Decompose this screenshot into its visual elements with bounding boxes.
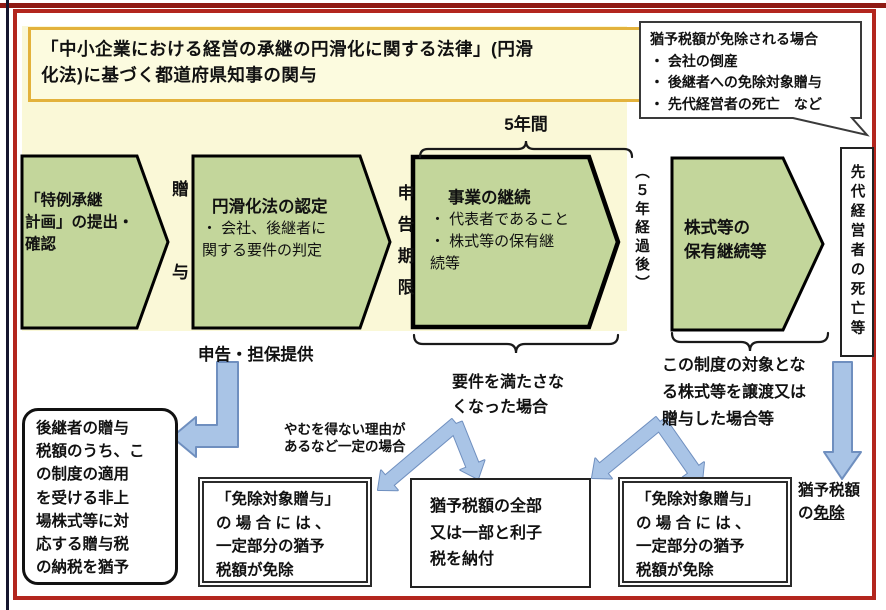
step2-label: 円滑化法の認定 ・ 会社、後継者に 関する要件の判定 xyxy=(202,196,384,262)
step1-label: 「特例承継 計画」の提出・ 確認 xyxy=(25,192,134,253)
exemption-callout-item: ・ 後継者への免除対象贈与 xyxy=(650,74,822,90)
deferred-tax-exemption-label: 猶予税額 の免除 xyxy=(798,479,886,525)
predecessor-death-box: 先代経営者の死亡等 xyxy=(840,147,874,357)
transfer-bottom-brace xyxy=(670,331,830,352)
filing-deadline-vertical-label: 申告期限 xyxy=(395,184,413,310)
left-edge-rule xyxy=(6,0,9,610)
exempt-gift-box-left-text: 「免除対象贈与」 の 場 合 に は 、 一定部分の猶予 税額が免除 xyxy=(202,481,368,583)
exemption-callout-title: 猶予税額が免除される場合 xyxy=(650,31,818,47)
exemption-line2: の免除 xyxy=(798,505,845,522)
exemption-line1: 猶予税額 xyxy=(798,482,861,499)
exemption-callout-item: ・ 先代経営者の死亡 など xyxy=(650,95,822,112)
step3-title: 事業の継続 xyxy=(448,189,531,207)
after-five-years-vertical-label: （５年経過後） xyxy=(633,164,649,294)
step4-label: 株式等の 保有継続等 xyxy=(684,219,767,261)
tax-payment-box: 猶予税額の全部 又は一部と利子 税を納付 xyxy=(410,478,591,588)
exemption-callout-bubble xyxy=(639,21,870,137)
pentagon-step2 xyxy=(191,154,392,330)
five-year-top-brace xyxy=(418,140,634,159)
exemption-callout: 猶予税額が免除される場合 ・ 会社の倒産 ・ 後継者への免除対象贈与 ・ 先代経… xyxy=(650,29,862,115)
step3-bullets: ・ 代表者であること ・ 株式等の保有継 続等 xyxy=(430,211,570,272)
predecessor-death-label: 先代経営者の死亡等 xyxy=(848,164,865,340)
exempt-gift-box-right: 「免除対象贈与」 の 場 合 に は 、 一定部分の猶予 税額が免除 xyxy=(618,477,792,587)
pentagon-step3 xyxy=(410,154,621,330)
exempt-gift-box-left: 「免除対象贈与」 の 場 合 に は 、 一定部分の猶予 税額が免除 xyxy=(198,477,372,587)
top-edge-rule xyxy=(0,3,886,8)
unavoidable-reason-label: やむを得ない理由が あるなど一定の場合 xyxy=(284,422,406,454)
report-collateral-label: 申告・担保提供 xyxy=(198,346,314,364)
exemption-callout-item: ・ 会社の倒産 xyxy=(650,52,738,69)
step3-label: 事業の継続 ・ 代表者であること ・ 株式等の保有継 続等 xyxy=(430,187,610,275)
step2-title: 円滑化法の認定 xyxy=(212,198,328,216)
requirements-not-met-label: 要件を満たさな くなった場合 xyxy=(452,374,565,416)
transfer-split-arrow xyxy=(591,416,705,483)
exempt-gift-box-right-text: 「免除対象贈与」 の 場 合 に は 、 一定部分の猶予 税額が免除 xyxy=(622,481,788,583)
report-elbow-arrow xyxy=(171,361,239,458)
five-year-period-label: 5年間 xyxy=(504,115,548,134)
pentagon-step4 xyxy=(670,156,825,332)
panel-title: 「中小企業における経営の承継の円滑化に関する法律」(円滑 化法)に基づく都道府県… xyxy=(28,27,645,102)
gift-vertical-label: 贈与 xyxy=(169,180,188,346)
tax-deferral-box: 後継者の贈与 税額のうち、こ の制度の適用 を受ける非上 場株式等に対 応する贈… xyxy=(22,408,178,585)
step2-bullets: ・ 会社、後継者に 関する要件の判定 xyxy=(202,220,327,259)
share-transfer-label: この制度の対象とな る株式等を譲渡又は 贈与した場合等 xyxy=(662,357,807,428)
pentagon-step1 xyxy=(20,154,170,330)
fail-bottom-brace xyxy=(412,333,620,354)
exemption-underlined-word: 免除 xyxy=(813,505,845,522)
fail-split-arrow xyxy=(377,418,486,492)
death-exemption-down-arrow xyxy=(823,361,862,480)
